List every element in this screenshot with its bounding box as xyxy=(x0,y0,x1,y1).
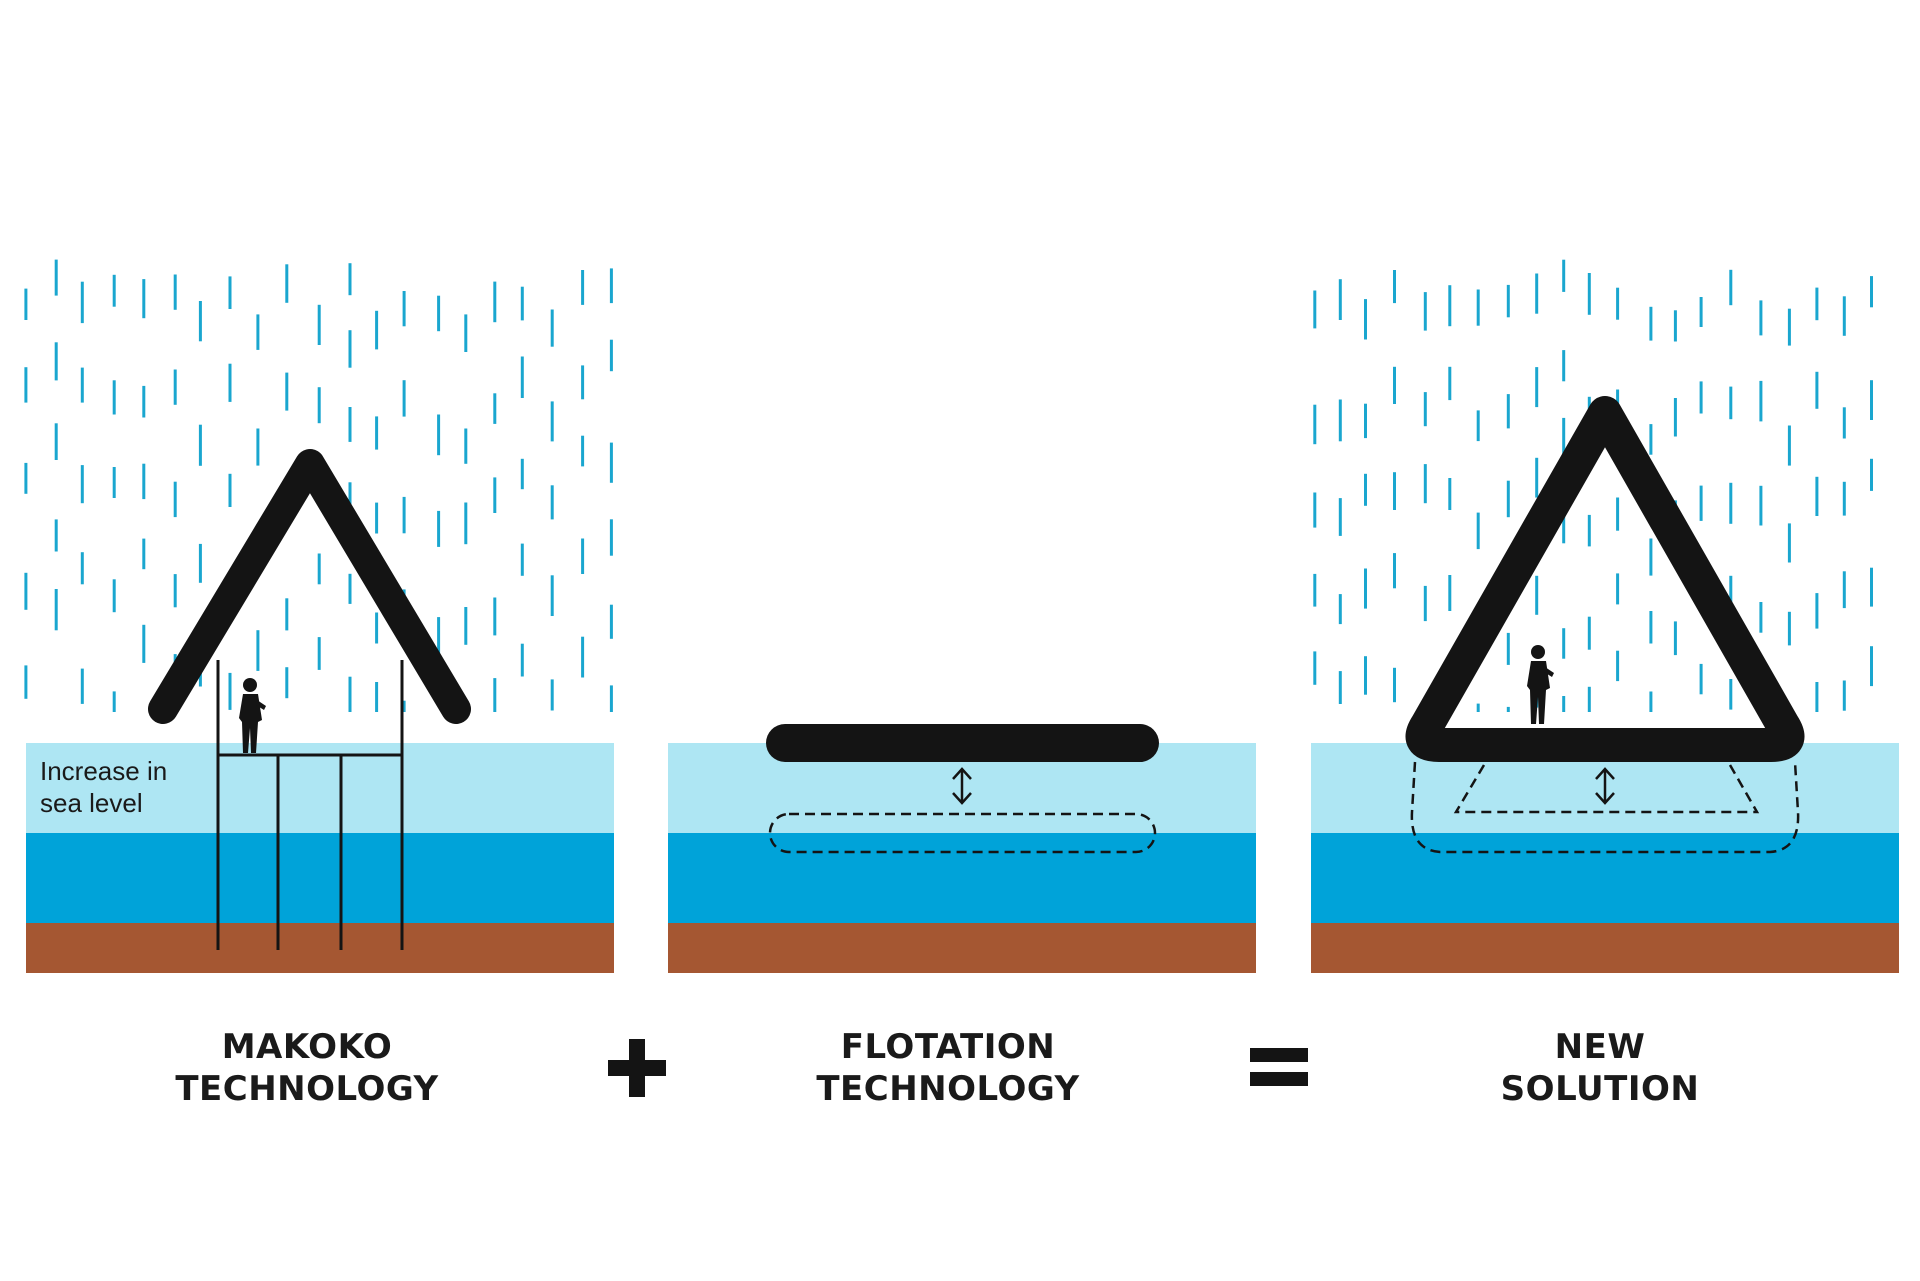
ground-band xyxy=(668,923,1256,973)
caption-makoko-technology: MAKOKO TECHNOLOGY xyxy=(77,1026,537,1110)
ground-band xyxy=(26,923,614,973)
panel-makoko xyxy=(24,259,614,973)
panel-new-solution xyxy=(1311,259,1899,973)
caption-line-2: SOLUTION xyxy=(1500,1069,1700,1109)
water-band xyxy=(26,833,614,923)
caption-line-1: FLOTATION xyxy=(840,1027,1056,1067)
structure-low-position-outline xyxy=(1410,761,1800,854)
caption-line-1: NEW xyxy=(1554,1027,1646,1067)
caption-flotation-technology: FLOTATION TECHNOLOGY xyxy=(718,1026,1178,1110)
house-roof xyxy=(148,449,471,724)
person-silhouette-left xyxy=(239,678,266,753)
caption-line-2: TECHNOLOGY xyxy=(816,1069,1080,1109)
triangular-floating-structure xyxy=(1405,396,1805,762)
stilt-structure xyxy=(216,660,404,950)
caption-line-2: TECHNOLOGY xyxy=(175,1069,439,1109)
plus-icon xyxy=(608,1039,666,1097)
caption-new-solution: NEW SOLUTION xyxy=(1370,1026,1830,1110)
water-band xyxy=(668,833,1256,923)
annotation-line-1: Increase in xyxy=(40,756,168,786)
person-silhouette-right xyxy=(1527,645,1554,724)
sea-level-annotation: Increase in sea level xyxy=(40,755,167,819)
platform-low-position-outline xyxy=(768,812,1157,854)
sea-level-rise-band xyxy=(26,743,614,833)
water-band xyxy=(1311,833,1899,923)
rain-pattern-right xyxy=(1313,259,1873,712)
caption-line-1: MAKOKO xyxy=(221,1027,393,1067)
annotation-line-2: sea level xyxy=(40,788,143,818)
rain-pattern-left xyxy=(24,259,613,712)
vertical-movement-arrow-icon xyxy=(952,767,972,805)
equals-icon xyxy=(1250,1048,1308,1086)
panel-flotation xyxy=(668,724,1256,973)
vertical-movement-arrow-icon xyxy=(1595,767,1615,805)
ground-band xyxy=(1311,923,1899,973)
